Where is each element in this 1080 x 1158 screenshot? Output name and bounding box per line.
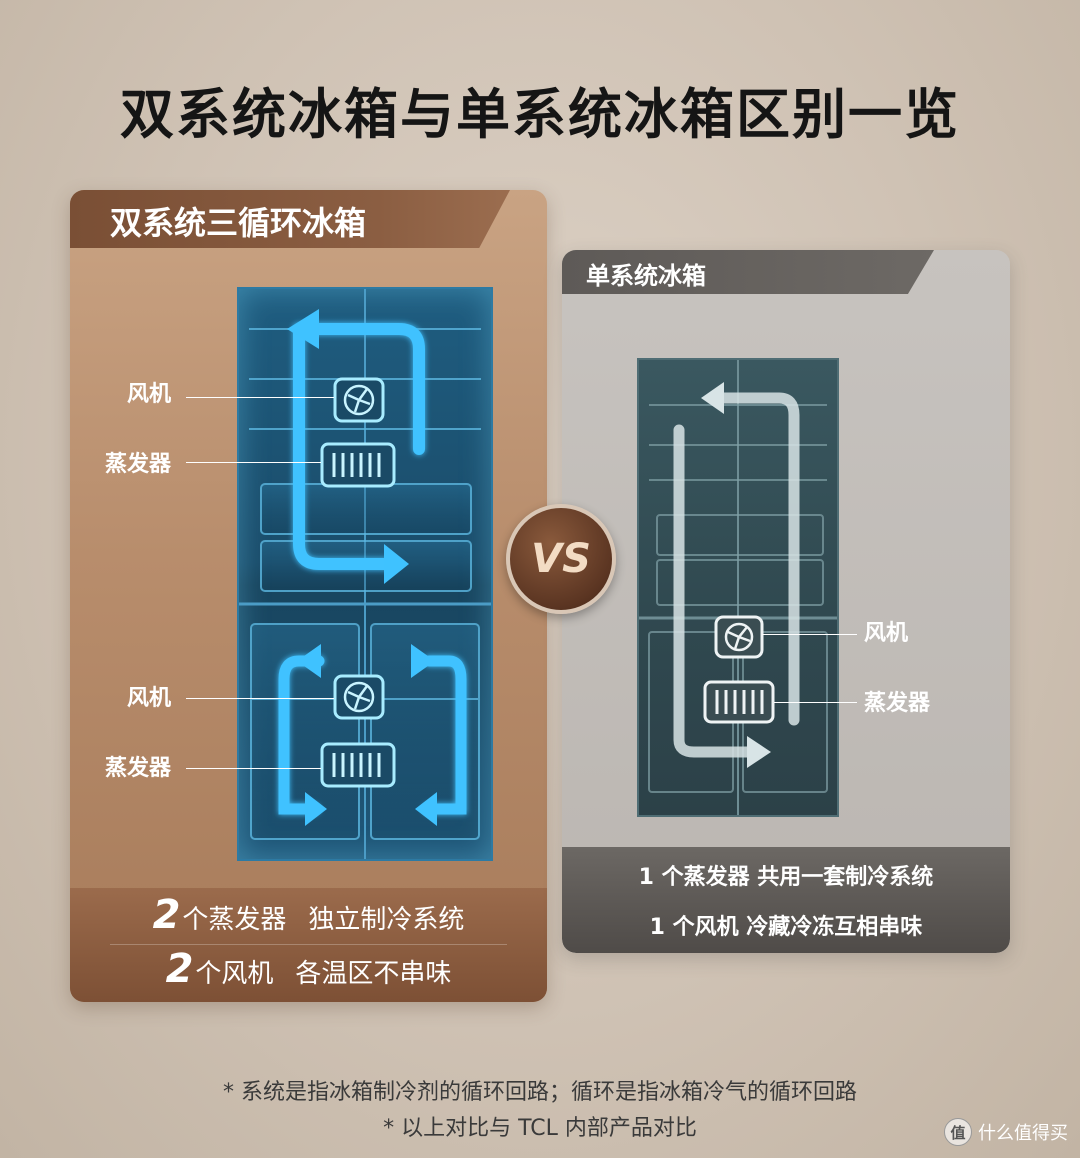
single-fridge-drawing [639, 360, 837, 815]
single-system-title: 单系统冰箱 [586, 262, 706, 290]
single-system-fridge-illustration [637, 358, 839, 817]
dual-system-panel: 双系统三循环冰箱 [70, 190, 547, 1002]
evaporator-text: 个蒸发器 [182, 905, 287, 935]
independent-system-text: 独立制冷系统 [308, 905, 465, 935]
no-odor-text: 各温区不串味 [295, 959, 452, 989]
callout-line [762, 634, 857, 635]
fan-text: 个风机 [195, 959, 274, 989]
fan-icon-bottom [333, 674, 385, 720]
label-fan-top: 风机 [127, 382, 172, 407]
callout-line [186, 397, 334, 398]
page-title: 双系统冰箱与单系统冰箱区别一览 [120, 83, 960, 146]
dual-fridge-drawing [239, 289, 491, 859]
evaporator-icon-bottom [320, 742, 396, 788]
summary-divider [110, 944, 507, 945]
watermark: 值 什么值得买 [944, 1118, 1068, 1146]
label-fan-bottom: 风机 [127, 686, 172, 711]
vs-badge: VS [506, 504, 616, 614]
fan-icon-single [714, 615, 764, 659]
single-system-header: 单系统冰箱 [562, 250, 934, 294]
label-fan-single: 风机 [864, 621, 909, 646]
evaporator-count: 2 [152, 892, 181, 938]
callout-line [186, 768, 321, 769]
label-evaporator-top: 蒸发器 [105, 452, 172, 477]
single-system-panel: 单系统冰箱 [562, 250, 1010, 953]
single-summary-line-1: 1 个蒸发器 共用一套制冷系统 [638, 865, 934, 890]
dual-system-title: 双系统三循环冰箱 [110, 204, 367, 242]
evaporator-icon-single [703, 680, 775, 724]
watermark-text: 什么值得买 [978, 1123, 1068, 1144]
watermark-logo-icon: 值 [944, 1118, 972, 1146]
vs-text: VS [531, 536, 591, 582]
dual-system-fridge-illustration [237, 287, 493, 861]
evaporator-icon-top [320, 442, 396, 488]
dual-system-summary: 2个蒸发器独立制冷系统 2个风机各温区不串味 [70, 888, 547, 1002]
summary-line-2: 2个风机各温区不串味 [70, 946, 547, 992]
dual-system-header: 双系统三循环冰箱 [70, 190, 510, 248]
callout-line [186, 698, 334, 699]
footnote-1: * 系统是指冰箱制冷剂的循环回路；循环是指冰箱冷气的循环回路 [223, 1080, 857, 1105]
summary-line-1: 2个蒸发器独立制冷系统 [70, 892, 547, 938]
footnote-2: * 以上对比与 TCL 内部产品对比 [383, 1116, 697, 1141]
fan-icon-top [333, 377, 385, 423]
fan-count: 2 [165, 946, 194, 992]
single-system-summary: 1 个蒸发器 共用一套制冷系统 1 个风机 冷藏冷冻互相串味 [562, 847, 1010, 953]
callout-line [186, 462, 321, 463]
label-evaporator-bottom: 蒸发器 [105, 756, 172, 781]
label-evaporator-single: 蒸发器 [864, 691, 931, 716]
callout-line [774, 702, 857, 703]
single-summary-line-2: 1 个风机 冷藏冷冻互相串味 [649, 915, 923, 940]
